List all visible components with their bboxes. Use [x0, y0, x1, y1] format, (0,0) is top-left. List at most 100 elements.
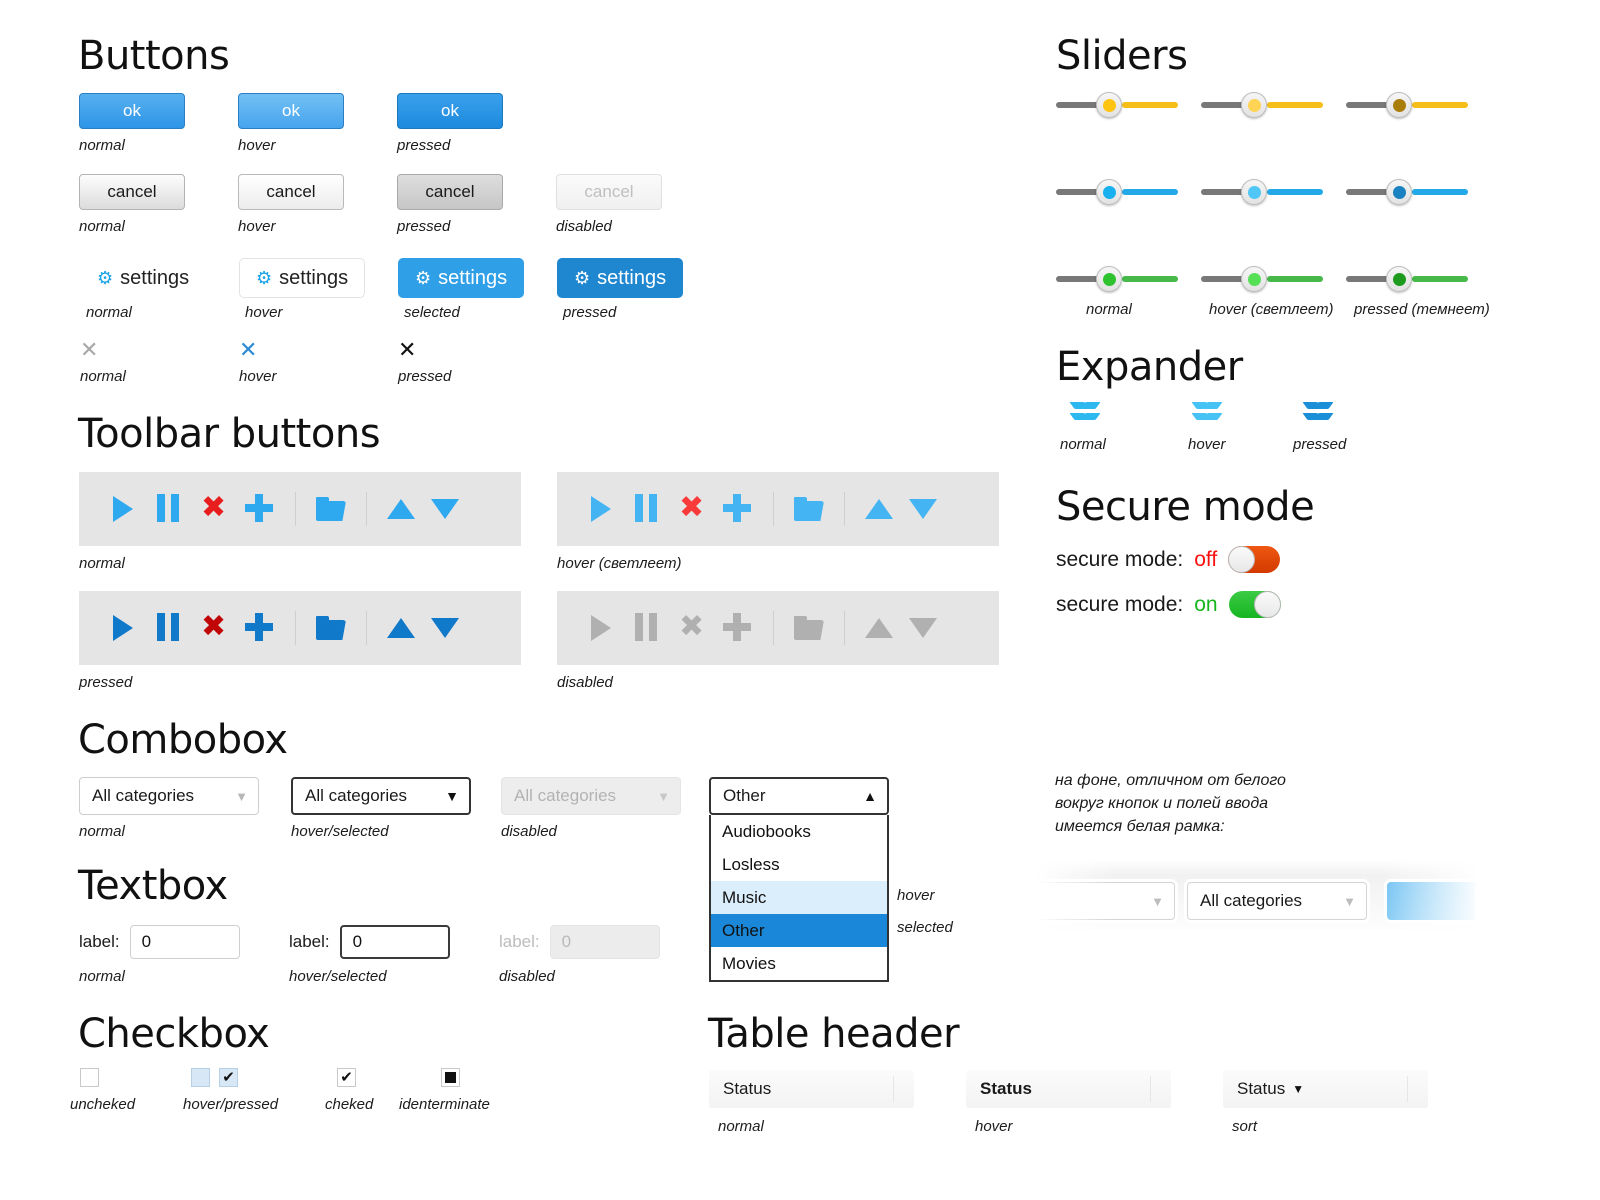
slider-green-pressed[interactable]: pressed (темнеет): [1346, 262, 1490, 318]
toolbar-separator: [844, 492, 845, 526]
triangle-down-icon[interactable]: [431, 613, 461, 643]
slider-yellow-pressed[interactable]: [1346, 88, 1468, 122]
settings-button-hover[interactable]: ⚙ settings: [239, 258, 366, 298]
combobox-open[interactable]: Other ▲: [709, 777, 889, 815]
combobox-normal[interactable]: All categories ▼: [79, 777, 259, 815]
combobox-hover[interactable]: All categories ▼: [291, 777, 471, 815]
folder-icon[interactable]: [794, 494, 824, 524]
pause-icon[interactable]: [157, 494, 187, 524]
checkbox-checked-group: ✔ cheked: [325, 1068, 373, 1113]
slider-thumb[interactable]: [1241, 92, 1267, 118]
section-title-checkbox: Checkbox: [78, 1011, 270, 1057]
checkbox-hover[interactable]: [191, 1068, 210, 1087]
checkbox-indeterminate[interactable]: [441, 1068, 460, 1087]
slider-thumb[interactable]: [1386, 92, 1412, 118]
slider-thumb[interactable]: [1096, 92, 1122, 118]
list-item[interactable]: Movies: [722, 953, 776, 973]
table-header-sort[interactable]: Status ▼: [1223, 1070, 1428, 1108]
section-title-expander: Expander: [1056, 344, 1243, 390]
play-icon[interactable]: [113, 494, 143, 524]
cancel-button-hover[interactable]: cancel: [238, 174, 344, 210]
chevron-double-down-icon[interactable]: [1302, 402, 1338, 432]
pause-icon[interactable]: [635, 494, 665, 524]
list-item[interactable]: Losless: [722, 854, 780, 874]
table-header-hover[interactable]: Status: [966, 1070, 1171, 1108]
cancel-button-hover-group: cancel hover: [238, 174, 344, 235]
settings-button-selected[interactable]: ⚙ settings: [398, 258, 525, 298]
caption-cheked: cheked: [325, 1096, 374, 1113]
slider-blue-normal[interactable]: [1056, 175, 1178, 209]
folder-icon[interactable]: [316, 613, 346, 643]
table-header-normal[interactable]: Status: [709, 1070, 914, 1108]
close-icon-hover[interactable]: ✕: [239, 338, 258, 363]
close-icon-normal[interactable]: ✕: [80, 338, 99, 363]
slider-green-hover[interactable]: hover (светлеет): [1201, 262, 1334, 318]
gear-icon: ⚙: [415, 268, 432, 288]
cancel-button-normal[interactable]: cancel: [79, 174, 185, 210]
folder-icon[interactable]: [316, 494, 346, 524]
toolbar-separator: [844, 611, 845, 645]
toolbar-hover[interactable]: ✖: [557, 472, 999, 546]
slider-thumb[interactable]: [1241, 266, 1267, 292]
textbox-normal[interactable]: 0: [129, 925, 240, 959]
close-x-icon[interactable]: ✖: [201, 490, 227, 525]
slider-yellow-normal[interactable]: [1056, 88, 1178, 122]
triangle-up-icon[interactable]: [387, 613, 417, 643]
secure-mode-toggle-off[interactable]: [1228, 546, 1281, 573]
checkbox-pressed[interactable]: ✔: [219, 1068, 238, 1087]
textbox-hover[interactable]: 0: [339, 925, 450, 959]
settings-button-normal-group: ⚙ settings normal: [80, 258, 206, 322]
close-x-icon[interactable]: ✖: [201, 609, 227, 644]
slider-blue-pressed[interactable]: [1346, 175, 1468, 209]
plus-icon[interactable]: [723, 494, 753, 524]
slider-green-normal[interactable]: normal: [1056, 262, 1178, 318]
combobox-dropdown-list[interactable]: Audiobooks Losless Music Other Movies: [709, 815, 889, 982]
chevron-double-down-icon[interactable]: [1069, 402, 1105, 432]
plus-icon[interactable]: [245, 613, 275, 643]
toolbar-normal[interactable]: ✖: [79, 472, 521, 546]
caption-normal: normal: [79, 555, 125, 572]
close-icon-pressed[interactable]: ✕: [398, 338, 417, 363]
caption-pressed: pressed: [563, 304, 617, 321]
triangle-down-icon[interactable]: [431, 494, 461, 524]
slider-blue-hover[interactable]: [1201, 175, 1323, 209]
slider-thumb[interactable]: [1096, 266, 1122, 292]
settings-button-pressed[interactable]: ⚙ settings: [557, 258, 684, 298]
checkbox-unchecked[interactable]: [80, 1068, 99, 1087]
play-icon[interactable]: [591, 494, 621, 524]
list-item[interactable]: Music: [711, 881, 887, 914]
caption-hover: hover: [1188, 436, 1226, 453]
pause-icon[interactable]: [157, 613, 187, 643]
slider-thumb[interactable]: [1386, 179, 1412, 205]
combobox-value: All categories: [514, 786, 617, 805]
list-item[interactable]: Audiobooks: [722, 821, 811, 841]
plus-icon[interactable]: [245, 494, 275, 524]
ok-button-hover[interactable]: ok: [238, 93, 344, 129]
triangle-up-icon[interactable]: [865, 494, 895, 524]
section-title-textbox: Textbox: [78, 863, 228, 909]
triangle-up-icon[interactable]: [387, 494, 417, 524]
cancel-button-pressed[interactable]: cancel: [397, 174, 503, 210]
ok-button-pressed[interactable]: ok: [397, 93, 503, 129]
close-x-icon[interactable]: ✖: [679, 490, 705, 525]
checkbox-checked[interactable]: ✔: [337, 1068, 356, 1087]
secure-mode-off-row: secure mode: off: [1056, 546, 1281, 573]
combobox-disabled-group: All categories ▼ disabled: [501, 777, 681, 840]
toolbar-pressed[interactable]: ✖: [79, 591, 521, 665]
slider-thumb[interactable]: [1241, 179, 1267, 205]
caption-option-selected: selected: [897, 919, 953, 936]
chevron-double-down-icon[interactable]: [1191, 402, 1227, 432]
section-title-toolbar-buttons: Toolbar buttons: [78, 411, 381, 457]
settings-button-normal[interactable]: ⚙ settings: [80, 258, 206, 298]
ok-button-normal[interactable]: ok: [79, 93, 185, 129]
triangle-down-icon[interactable]: [909, 494, 939, 524]
slider-thumb[interactable]: [1096, 179, 1122, 205]
list-item[interactable]: Other: [711, 914, 887, 947]
textbox-label: label:: [289, 932, 330, 951]
slider-yellow-hover[interactable]: [1201, 88, 1323, 122]
play-icon[interactable]: [113, 613, 143, 643]
secure-mode-toggle-on[interactable]: [1228, 591, 1281, 618]
ok-button-normal-group: ok normal: [79, 93, 185, 154]
folder-icon: [794, 613, 824, 643]
slider-thumb[interactable]: [1386, 266, 1412, 292]
